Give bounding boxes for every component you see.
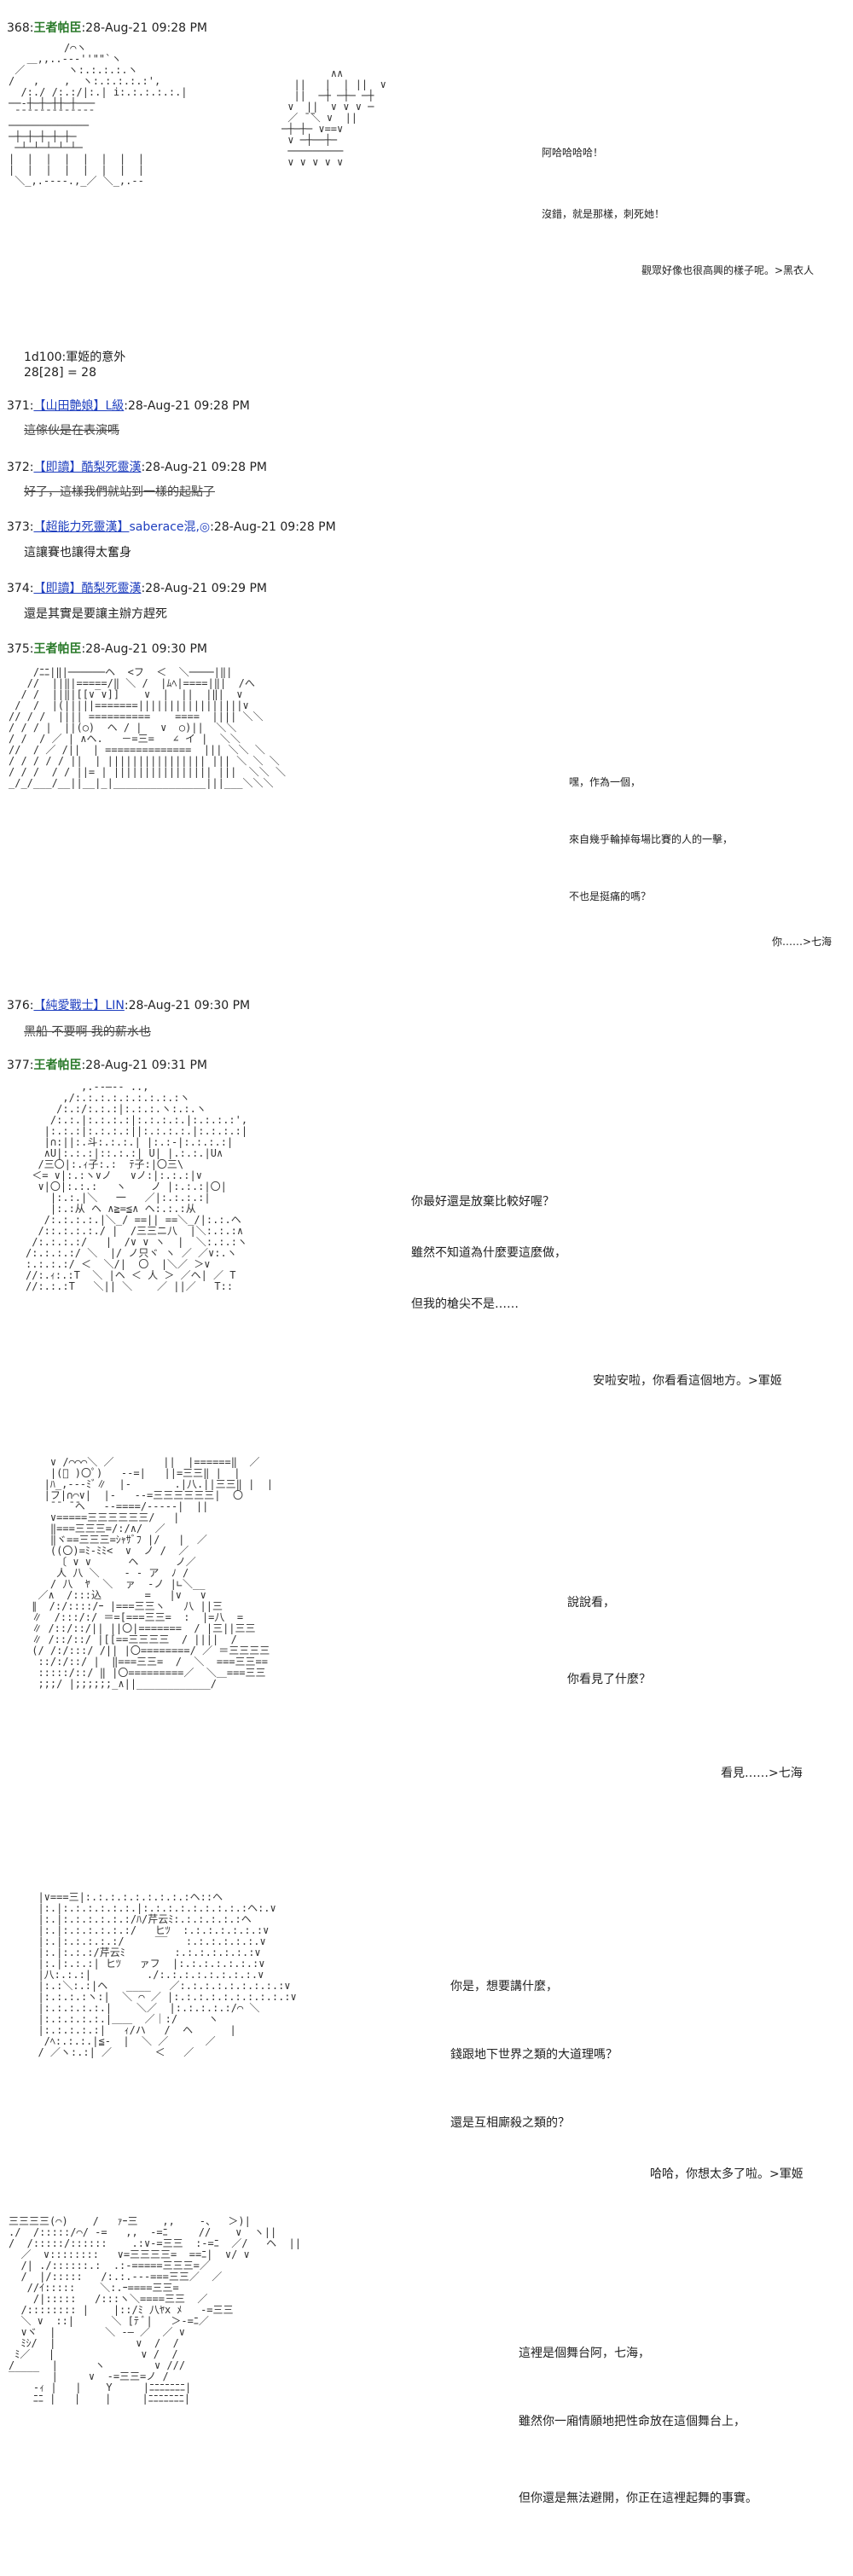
- dialogue-line: 沒錯，就是那樣，刺死她！: [542, 208, 665, 220]
- post-date: :28-Aug-21 09:28 PM: [210, 520, 336, 534]
- post-body: 黑船 不要啊 我的薪水也: [24, 1025, 151, 1039]
- post-date: :28-Aug-21 09:31 PM: [81, 1059, 208, 1072]
- poster-trip[interactable]: saberace混,◎: [129, 520, 211, 534]
- post-date: :28-Aug-21 09:28 PM: [141, 461, 268, 474]
- post-body: 這讓賽也讓得太奮身: [24, 546, 131, 560]
- aa-art-375: /ﾆﾆ|‖|──────ヘ <フ ＜ ＼────|‖| // ||‖|=====…: [9, 667, 286, 789]
- post-number: 375:: [7, 642, 34, 656]
- post-header-375: 375:王者帕臣:28-Aug-21 09:30 PM: [7, 640, 207, 657]
- post-date: :28-Aug-21 09:30 PM: [124, 999, 251, 1012]
- poster-name[interactable]: 【即讀】酷梨死靈漢: [33, 461, 142, 474]
- post-date: :28-Aug-21 09:30 PM: [81, 642, 208, 656]
- aa-art-368-right: ∧∧ || | | || ∨ || ─┼ ─┼─ ─┼ ∨ || ∨ ∨ ∨ ─…: [281, 68, 386, 168]
- dialogue-line: 錢跟地下世界之類的大道理嗎？: [450, 2048, 618, 2062]
- post-number: 368:: [7, 21, 34, 35]
- aa-art-377-panel-2: ∨ /⌒⌒⌒＼ ／ || |======‖ ／ |(ﾟ )〇ﾟ) ‐-=| ||…: [32, 1457, 273, 1690]
- post-number: 376:: [7, 999, 34, 1012]
- dialogue-line: 安啦安啦，你看看這個地方。>軍姬: [593, 1374, 782, 1388]
- dialogue-line: 但你還是無法避開，你正在這裡起舞的事實。: [519, 2492, 757, 2505]
- post-header-371: 371:【山田艶娘】L級:28-Aug-21 09:28 PM: [7, 397, 250, 414]
- post-header-377: 377:王者帕臣:28-Aug-21 09:31 PM: [7, 1056, 207, 1073]
- dialogue-line: 哈哈，你想太多了啦。>軍姬: [650, 2167, 804, 2181]
- post-body: 這傢伙是在表演嗎: [24, 424, 119, 438]
- post-body: 還是其實是要讓主辦方趕死: [24, 607, 167, 621]
- dialogue-line: 你是，想要講什麼，: [450, 1980, 558, 1993]
- dice-result: 28[28] = 28: [24, 366, 96, 380]
- dialogue-line: 來自幾乎輪掉每場比賽的人的一擊，: [569, 833, 734, 845]
- poster-name[interactable]: 【山田艶娘】L級: [33, 399, 125, 413]
- dialogue-line: 雖然不知道為什麼要這麼做，: [411, 1246, 566, 1260]
- dialogue-line: 這裡是個舞台阿，七海，: [519, 2347, 650, 2360]
- dialogue-line: 嘿，作為一個，: [569, 776, 641, 788]
- post-number: 377:: [7, 1059, 34, 1072]
- dice-label: 1d100:軍姬的意外: [24, 351, 126, 364]
- post-header-372: 372:【即讀】酷梨死靈漢:28-Aug-21 09:28 PM: [7, 458, 267, 475]
- aa-art-377-panel-1: ,.--―-- .., ,/:.:.:.:.:.:.:.:.:ヽ /:.:/:.…: [26, 1082, 248, 1292]
- dialogue-line: 你……>七海: [772, 936, 833, 948]
- aa-art-377-panel-3: |∨===三|:.:.:.:.:.:.:.:.:ヘ::ヘ |:.|:.:.:.:…: [38, 1892, 297, 2058]
- post-number: 374:: [7, 582, 34, 595]
- poster-name[interactable]: 【純愛戰士】LIN: [33, 999, 125, 1012]
- dice-roll: 1d100:軍姬的意外 28[28] = 28: [24, 350, 125, 380]
- poster-name[interactable]: 【即讀】酷梨死靈漢: [33, 582, 142, 595]
- post-header-368: 368:王者帕臣:28-Aug-21 09:28 PM: [7, 19, 207, 36]
- poster-name[interactable]: 王者帕臣: [33, 1059, 82, 1072]
- dialogue-line: 阿哈哈哈哈！: [542, 147, 604, 159]
- dialogue-line: 但我的槍尖不是……: [411, 1297, 519, 1311]
- post-number: 371:: [7, 399, 34, 413]
- dialogue-line: 你最好還是放棄比較好喔？: [411, 1195, 554, 1209]
- post-date: :28-Aug-21 09:28 PM: [124, 399, 250, 413]
- dialogue-line: 觀眾好像也很高興的樣子呢。>黑衣人: [641, 264, 815, 276]
- post-header-374: 374:【即讀】酷梨死靈漢:28-Aug-21 09:29 PM: [7, 579, 267, 596]
- dialogue-line: 還是互相廝殺之類的？: [450, 2116, 570, 2130]
- post-body: 好了，這樣我們就站到一樣的起點了: [24, 485, 215, 499]
- poster-name[interactable]: 【超能力死靈漢】: [33, 520, 130, 534]
- post-number: 372:: [7, 461, 34, 474]
- aa-art-377-panel-4: 三三三三(⌒) / ｧｰ三 ,, ‐、 ＞)| ./ /:::::/⌒/ ‐= …: [9, 2216, 301, 2405]
- post-header-373: 373:【超能力死靈漢】saberace混,◎:28-Aug-21 09:28 …: [7, 518, 336, 535]
- post-date: :28-Aug-21 09:28 PM: [81, 21, 208, 35]
- aa-art-368-left: /⌒ヽ ＿,,..--‐''""`ヽ ／ ヽ:.:.:.:.ヽ / , , ヽ:…: [9, 43, 188, 187]
- poster-name[interactable]: 王者帕臣: [33, 21, 82, 35]
- dialogue-line: 看見……>七海: [721, 1767, 803, 1780]
- dialogue-line: 你看見了什麼？: [567, 1673, 651, 1686]
- post-date: :28-Aug-21 09:29 PM: [141, 582, 268, 595]
- dialogue-line: 雖然你一廂情願地把性命放在這個舞台上，: [519, 2415, 746, 2428]
- post-header-376: 376:【純愛戰士】LIN:28-Aug-21 09:30 PM: [7, 996, 250, 1013]
- dialogue-line: 說說看，: [567, 1596, 615, 1610]
- poster-name[interactable]: 王者帕臣: [33, 642, 82, 656]
- dialogue-line: 不也是挺痛的嗎？: [569, 891, 652, 902]
- post-number: 373:: [7, 520, 34, 534]
